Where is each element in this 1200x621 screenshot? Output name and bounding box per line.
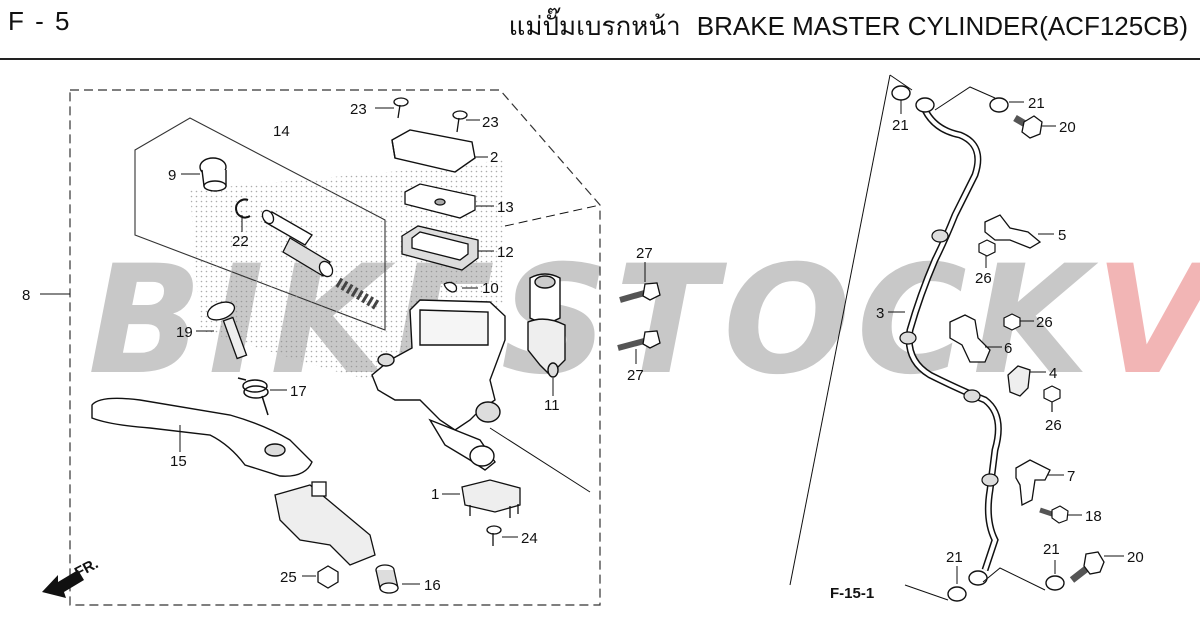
part-12-diaphragm xyxy=(401,225,479,271)
callout-11: 11 xyxy=(544,397,560,414)
part-18-bolt xyxy=(1039,505,1069,524)
callout-15: 15 xyxy=(170,453,187,470)
callout-23b: 23 xyxy=(482,114,499,131)
part-23-screw-a xyxy=(393,97,409,119)
callout-9: 9 xyxy=(168,167,176,184)
part-4-hose-guide xyxy=(1007,365,1031,397)
part-26-bolt-a xyxy=(978,239,996,257)
part-6-hose-clamp xyxy=(949,314,991,363)
callout-26b: 26 xyxy=(1036,314,1053,331)
part-27-bolt-b xyxy=(617,330,661,351)
callout-2: 2 xyxy=(490,149,498,166)
callout-7: 7 xyxy=(1067,468,1075,485)
callout-14: 14 xyxy=(273,123,290,140)
piston-assembly xyxy=(261,209,381,311)
callout-1: 1 xyxy=(431,486,439,503)
callout-13: 13 xyxy=(497,199,514,216)
part-16-spring xyxy=(375,564,399,594)
part-27-bolt-a xyxy=(619,282,661,303)
part-22-circlip xyxy=(235,198,251,219)
callout-8: 8 xyxy=(22,287,30,304)
callout-20a: 20 xyxy=(1059,119,1076,136)
part-9-boot xyxy=(199,157,227,192)
callout-24: 24 xyxy=(521,530,538,547)
header: F - 5 แม่ปั๊มเบรกหน้า BRAKE MASTER CYLIND… xyxy=(0,0,1200,58)
header-rule xyxy=(0,58,1200,60)
part-20-banjo-bolt-b xyxy=(1069,551,1105,583)
part-17-spring xyxy=(237,377,269,416)
callout-5: 5 xyxy=(1058,227,1066,244)
callout-16: 16 xyxy=(424,577,441,594)
part-21-washer-c xyxy=(947,586,967,602)
callout-27a: 27 xyxy=(636,245,653,262)
part-1-brake-switch xyxy=(461,479,521,518)
master-cylinder-body xyxy=(371,299,506,471)
callout-26c: 26 xyxy=(1045,417,1062,434)
part-21-washer-d xyxy=(1045,575,1065,591)
assembly-8-outline xyxy=(69,89,601,606)
callout-25: 25 xyxy=(280,569,297,586)
front-direction-arrow xyxy=(42,570,84,598)
callout-21a: 21 xyxy=(892,117,909,134)
callout-12: 12 xyxy=(497,244,514,261)
callout-21b: 21 xyxy=(1028,95,1045,112)
callout-26a: 26 xyxy=(975,270,992,287)
callout-22: 22 xyxy=(232,233,249,250)
lever-bracket xyxy=(274,481,376,566)
part-5-hose-clamp xyxy=(984,214,1042,249)
part-23-screw-b xyxy=(452,110,468,133)
part-20-banjo-bolt-a xyxy=(1013,114,1043,139)
title-english: BRAKE MASTER CYLINDER(ACF125CB) xyxy=(696,11,1188,41)
callout-4: 4 xyxy=(1049,365,1057,382)
callout-18: 18 xyxy=(1085,508,1102,525)
callout-23a: 23 xyxy=(350,101,367,118)
part-19-pivot-bolt xyxy=(206,301,248,360)
figure-reference: F-15-1 xyxy=(830,585,874,602)
part-11-holder xyxy=(527,273,566,378)
callout-21c: 21 xyxy=(946,549,963,566)
part-13-diaphragm-plate xyxy=(404,183,476,219)
watermark-accent: VN xyxy=(1095,234,1200,408)
callout-19: 19 xyxy=(176,324,193,341)
callout-21d: 21 xyxy=(1043,541,1060,558)
page-title: แม่ปั๊มเบรกหน้า BRAKE MASTER CYLINDER(ACF… xyxy=(509,6,1188,47)
part-26-bolt-c xyxy=(1043,385,1061,412)
part-21-washer-b xyxy=(989,97,1009,113)
part-2-reservoir-cap xyxy=(391,129,476,173)
part-21-washer-a xyxy=(891,85,911,101)
part-24-screw xyxy=(486,525,502,546)
callout-20b: 20 xyxy=(1127,549,1144,566)
part-25-nut xyxy=(317,565,339,589)
part-26-bolt-b xyxy=(1003,313,1021,331)
callout-10: 10 xyxy=(482,280,499,297)
callout-6: 6 xyxy=(1004,340,1012,357)
callout-3: 3 xyxy=(876,305,884,322)
title-thai: แม่ปั๊มเบรกหน้า xyxy=(508,11,681,41)
callout-27b: 27 xyxy=(627,367,644,384)
page-code: F - 5 xyxy=(8,6,72,36)
part-7-hose-bracket xyxy=(1015,459,1051,507)
part-15-brake-lever xyxy=(91,397,313,477)
part-10-clip xyxy=(443,281,458,293)
callout-17: 17 xyxy=(290,383,307,400)
